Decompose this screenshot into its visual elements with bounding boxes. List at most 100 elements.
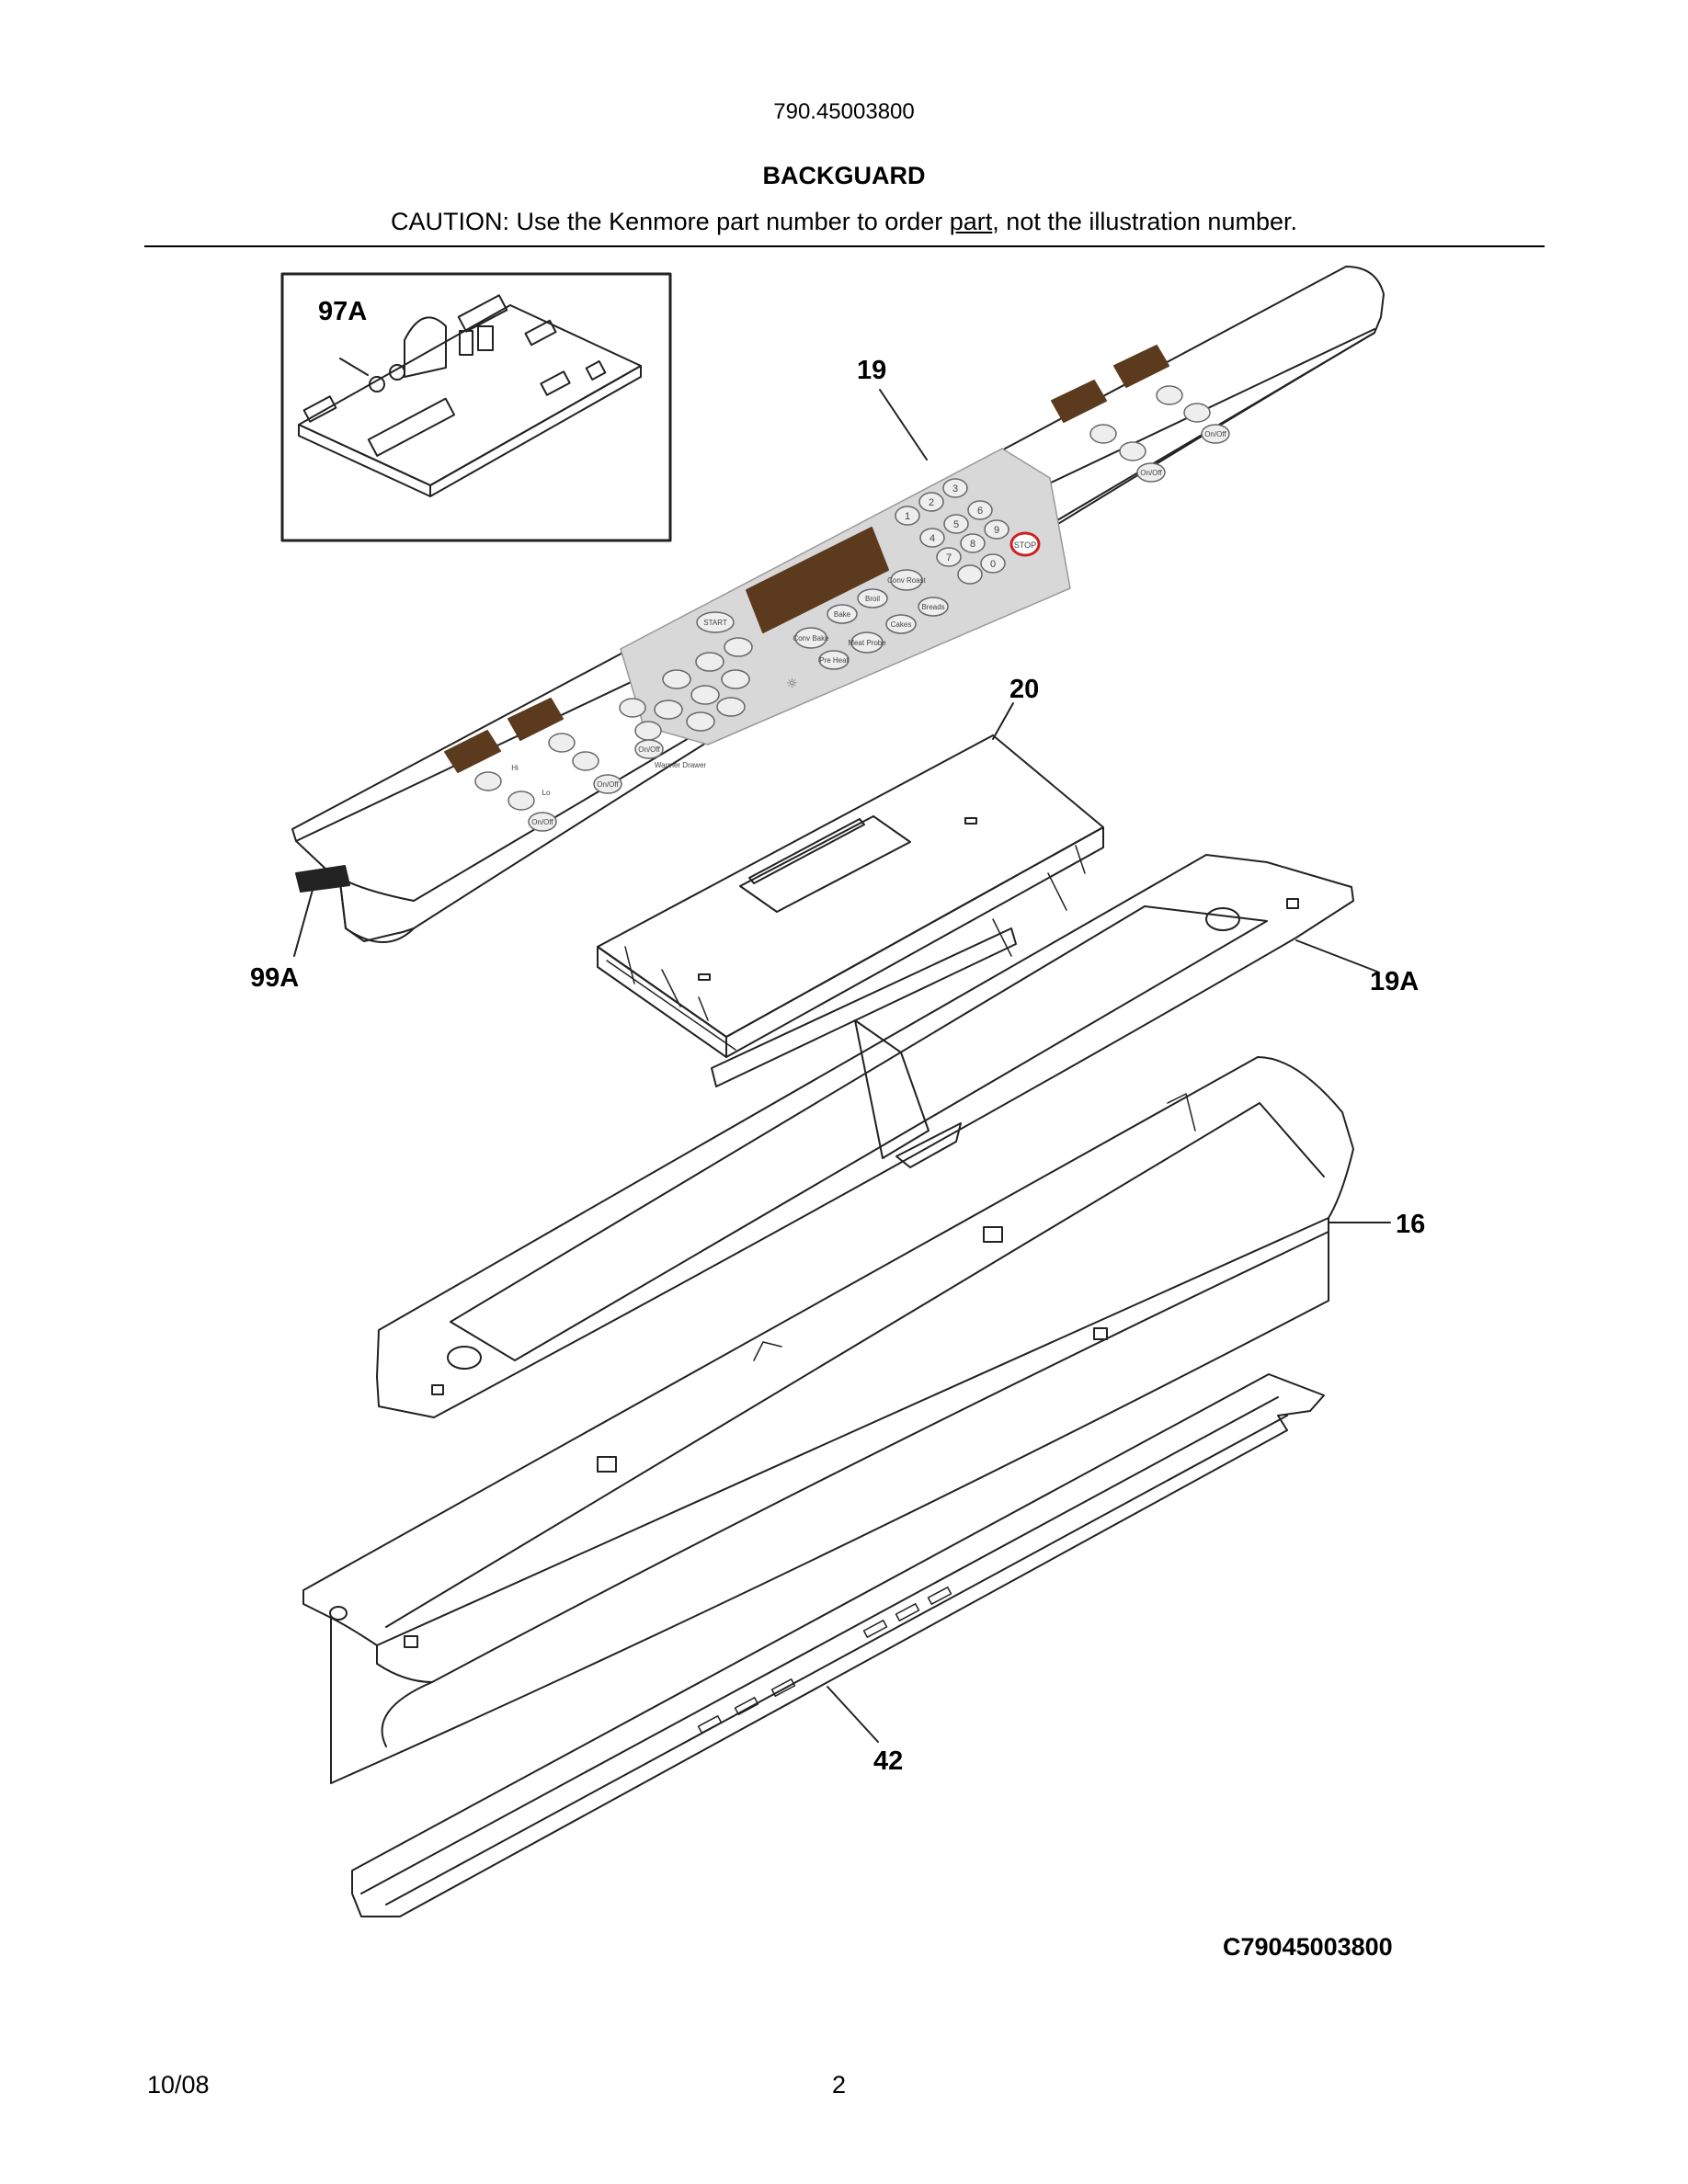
key-8[interactable] bbox=[960, 533, 986, 553]
key-6-label: 6 bbox=[977, 506, 983, 517]
main-display bbox=[746, 527, 889, 633]
warmer-down-arrow[interactable] bbox=[634, 721, 662, 741]
key-5[interactable] bbox=[943, 514, 969, 534]
callout-16: 16 bbox=[1396, 1210, 1426, 1239]
key-6[interactable] bbox=[967, 500, 993, 520]
part-20-electronic-control[interactable] bbox=[597, 702, 1104, 1058]
key-2[interactable] bbox=[918, 492, 944, 512]
meat-probe-button[interactable] bbox=[850, 631, 884, 654]
left-front-onoff-label: On/Off bbox=[597, 780, 619, 789]
left-front-up-arrow[interactable] bbox=[548, 733, 576, 753]
conv-bake-button[interactable] bbox=[794, 627, 827, 649]
bake-button[interactable] bbox=[827, 604, 858, 624]
warm-hold-button[interactable] bbox=[690, 685, 720, 705]
part-19a-mounting-plate[interactable] bbox=[376, 854, 1378, 1418]
left-front-down-arrow[interactable] bbox=[572, 751, 599, 771]
cakes-button[interactable] bbox=[885, 614, 917, 634]
oven-light-icon: ☼ bbox=[786, 677, 798, 691]
burner-display-right-2 bbox=[1113, 345, 1169, 388]
left-rear-up-arrow[interactable] bbox=[474, 771, 502, 791]
control-clips-left bbox=[606, 946, 736, 1051]
key-1-label: 1 bbox=[905, 511, 910, 522]
ribbon-cable-99a bbox=[295, 865, 350, 893]
part-97a-control-board[interactable] bbox=[280, 272, 672, 542]
inset-frame bbox=[280, 272, 672, 542]
caution-text-start: CAUTION: Use the Kenmore part number to … bbox=[391, 208, 950, 235]
control-front-left bbox=[597, 946, 727, 1058]
pre-heat-label: Pre Heat bbox=[819, 656, 849, 665]
stop-button[interactable] bbox=[1009, 531, 1041, 557]
conv-bake-label: Conv Bake bbox=[793, 634, 829, 643]
burner-display-left-2 bbox=[508, 698, 564, 741]
control-pin-b bbox=[964, 817, 977, 825]
part-16-backguard-housing[interactable] bbox=[302, 1056, 1391, 1784]
broil-label: Broil bbox=[865, 595, 880, 603]
right-front-up-arrow[interactable] bbox=[1089, 424, 1117, 444]
control-display-recess bbox=[748, 818, 865, 884]
cook-time-button[interactable] bbox=[662, 669, 691, 689]
right-rear-up-arrow[interactable] bbox=[1156, 385, 1183, 405]
self-clean-button[interactable] bbox=[724, 637, 753, 657]
timer-button[interactable] bbox=[695, 652, 724, 672]
connector-bottom bbox=[367, 397, 456, 457]
add-a-minute-button[interactable] bbox=[716, 697, 746, 717]
callout-19: 19 bbox=[857, 356, 887, 385]
caution-part-link[interactable]: part bbox=[949, 208, 993, 235]
caution-text-end: , not the illustration number. bbox=[992, 208, 1297, 235]
housing-screw-hole bbox=[329, 1606, 348, 1621]
key-0[interactable] bbox=[980, 553, 1006, 574]
board-edge-right bbox=[429, 365, 642, 497]
caution-note: CAUTION: Use the Kenmore part number to … bbox=[0, 208, 1688, 236]
page-title: BACKGUARD bbox=[762, 162, 926, 189]
leader-19 bbox=[879, 389, 928, 461]
strip-inner-edge bbox=[360, 1396, 1279, 1894]
key-1[interactable] bbox=[895, 506, 920, 526]
right-rear-onoff-button[interactable] bbox=[1201, 424, 1230, 444]
right-front-down-arrow[interactable] bbox=[1119, 441, 1146, 461]
left-front-onoff-button[interactable] bbox=[593, 774, 622, 794]
housing-tab-left bbox=[404, 1635, 418, 1648]
key-3[interactable] bbox=[942, 478, 968, 498]
pre-heat-button[interactable] bbox=[818, 650, 850, 670]
callout-20: 20 bbox=[1009, 675, 1040, 704]
delay-start-button[interactable] bbox=[721, 669, 750, 689]
numeric-keypad bbox=[895, 478, 1009, 585]
key-4-label: 4 bbox=[930, 533, 935, 544]
header-divider bbox=[144, 245, 1545, 247]
right-front-onoff-button[interactable] bbox=[1136, 462, 1166, 483]
board-edge bbox=[298, 424, 431, 497]
plate-flex-end bbox=[895, 1122, 962, 1168]
key-7[interactable] bbox=[936, 547, 962, 567]
burner-display-left-1 bbox=[444, 730, 501, 773]
left-rear-hi-label: Hi bbox=[511, 764, 519, 772]
warmer-onoff-button[interactable] bbox=[634, 739, 664, 759]
key-2-label: 2 bbox=[929, 497, 934, 508]
start-button[interactable] bbox=[696, 611, 735, 633]
start-label: START bbox=[703, 619, 727, 627]
plate-cutout bbox=[450, 905, 1268, 1361]
connector-right-a bbox=[524, 319, 557, 347]
part-19-control-panel[interactable]: 1 2 3 4 5 6 7 8 9 0 STOP bbox=[291, 266, 1385, 957]
plate-slot-left bbox=[431, 1384, 444, 1395]
left-rear-down-arrow[interactable] bbox=[508, 791, 535, 811]
conv-roast-button[interactable] bbox=[890, 569, 923, 591]
breads-button[interactable] bbox=[918, 597, 949, 617]
warmer-up-arrow[interactable] bbox=[619, 698, 646, 718]
leader-97a bbox=[339, 358, 369, 376]
clock-key[interactable] bbox=[957, 564, 983, 585]
model-number: 790.45003800 bbox=[773, 99, 915, 124]
key-8-label: 8 bbox=[970, 539, 975, 550]
broil-button[interactable] bbox=[857, 588, 888, 609]
key-9[interactable] bbox=[984, 519, 1009, 540]
plate-outline bbox=[376, 854, 1354, 1418]
part-42-trim-strip[interactable] bbox=[351, 1373, 1325, 1917]
key-4[interactable] bbox=[919, 528, 945, 548]
left-rear-onoff-button[interactable] bbox=[528, 812, 557, 832]
leader-42 bbox=[827, 1686, 879, 1743]
keep-warm-button[interactable] bbox=[686, 711, 715, 732]
bread-proof-button[interactable] bbox=[654, 700, 683, 720]
panel-lower-lip bbox=[345, 332, 1375, 902]
page-number: 2 bbox=[832, 2071, 847, 2099]
right-rear-down-arrow[interactable] bbox=[1183, 403, 1211, 423]
warmer-onoff-label: On/Off bbox=[638, 745, 660, 754]
